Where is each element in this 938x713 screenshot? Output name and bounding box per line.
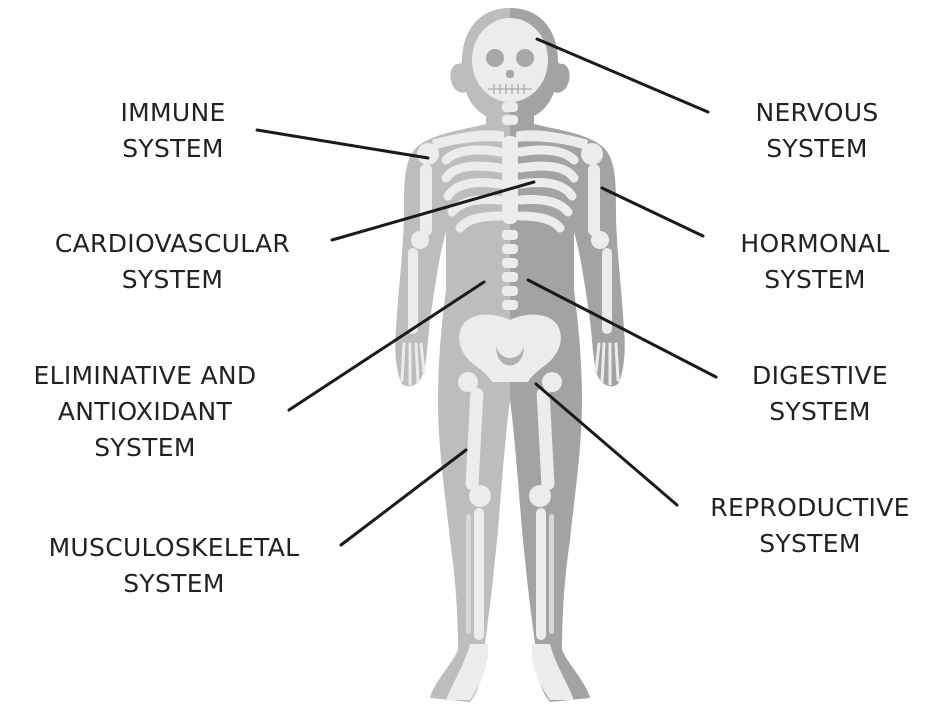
knee-left — [469, 485, 491, 507]
knee-right — [529, 485, 551, 507]
label-hormonal-system: HORMONAL SYSTEM — [710, 226, 920, 298]
leader-immune — [257, 130, 428, 158]
label-digestive-system: DIGESTIVE SYSTEM — [720, 358, 920, 430]
label-eliminative-antioxidant-system: ELIMINATIVE AND ANTIOXIDANT SYSTEM — [4, 358, 286, 466]
label-cardiovascular-system: CARDIOVASCULAR SYSTEM — [20, 226, 325, 298]
label-musculoskeletal-system: MUSCULOSKELETAL SYSTEM — [14, 530, 334, 602]
label-nervous-system: NERVOUS SYSTEM — [722, 95, 912, 167]
elbow-right — [591, 231, 609, 249]
neck-vertebra — [502, 115, 518, 125]
label-immune-system: IMMUNE SYSTEM — [98, 95, 248, 167]
tibia-left — [474, 508, 484, 640]
neck-vertebra — [502, 102, 518, 112]
leader-hormonal — [602, 188, 703, 236]
sternum — [502, 136, 518, 224]
eye-socket-left — [486, 49, 504, 67]
skeleton — [402, 18, 618, 700]
fibula-right — [549, 514, 554, 634]
eye-socket-right — [516, 49, 534, 67]
forearm-left — [408, 248, 418, 334]
humerus-right — [588, 164, 600, 236]
tibia-right — [536, 508, 546, 640]
nose — [506, 70, 514, 78]
label-reproductive-system: REPRODUCTIVE SYSTEM — [686, 490, 934, 562]
shoulder-left — [417, 143, 439, 165]
humerus-left — [420, 164, 432, 236]
elbow-left — [411, 231, 429, 249]
shoulder-right — [581, 143, 603, 165]
fibula-left — [466, 514, 471, 634]
